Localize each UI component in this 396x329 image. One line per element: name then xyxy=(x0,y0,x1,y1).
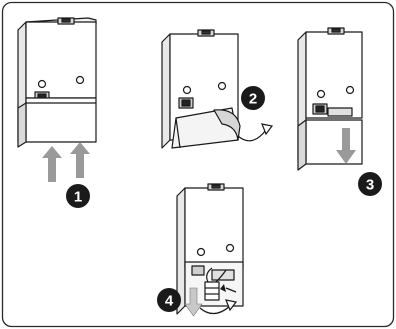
screw-left xyxy=(318,91,325,98)
bottom-cover xyxy=(26,98,96,142)
step-3-illustration xyxy=(298,28,362,170)
top-latch-slot xyxy=(62,19,70,22)
bottom-cover xyxy=(306,120,362,164)
step-1-badge: 1 xyxy=(66,184,90,208)
connector xyxy=(192,266,204,275)
step-4-badge: 4 xyxy=(157,288,181,312)
step-4-illustration xyxy=(177,184,243,314)
screw-right xyxy=(347,87,354,94)
step-2-illustration xyxy=(162,30,240,148)
step-2-badge: 2 xyxy=(241,86,265,110)
connector-inner xyxy=(182,100,190,106)
step-3-number: 3 xyxy=(366,177,374,194)
screw-left xyxy=(39,81,46,88)
step-2-number: 2 xyxy=(249,91,257,108)
top-latch-slot xyxy=(332,29,340,32)
terminal-strip xyxy=(328,108,352,116)
device-side xyxy=(162,34,170,148)
cover-side xyxy=(298,120,306,170)
cable-plug xyxy=(205,282,219,300)
step-4-number: 4 xyxy=(165,293,174,310)
step-1-number: 1 xyxy=(74,189,82,206)
screw-left xyxy=(198,249,205,256)
top-latch-slot xyxy=(202,31,210,34)
step-3-badge: 3 xyxy=(358,172,382,196)
cover-side xyxy=(18,103,26,147)
device-body xyxy=(26,22,96,98)
screw-left xyxy=(184,87,191,94)
step-1-illustration xyxy=(18,18,96,147)
screw-right xyxy=(77,77,84,84)
top-latch-slot xyxy=(212,185,220,188)
screw-right xyxy=(219,83,226,90)
connector-inner xyxy=(316,106,324,112)
device-body xyxy=(185,188,243,268)
screw-right xyxy=(227,245,234,252)
